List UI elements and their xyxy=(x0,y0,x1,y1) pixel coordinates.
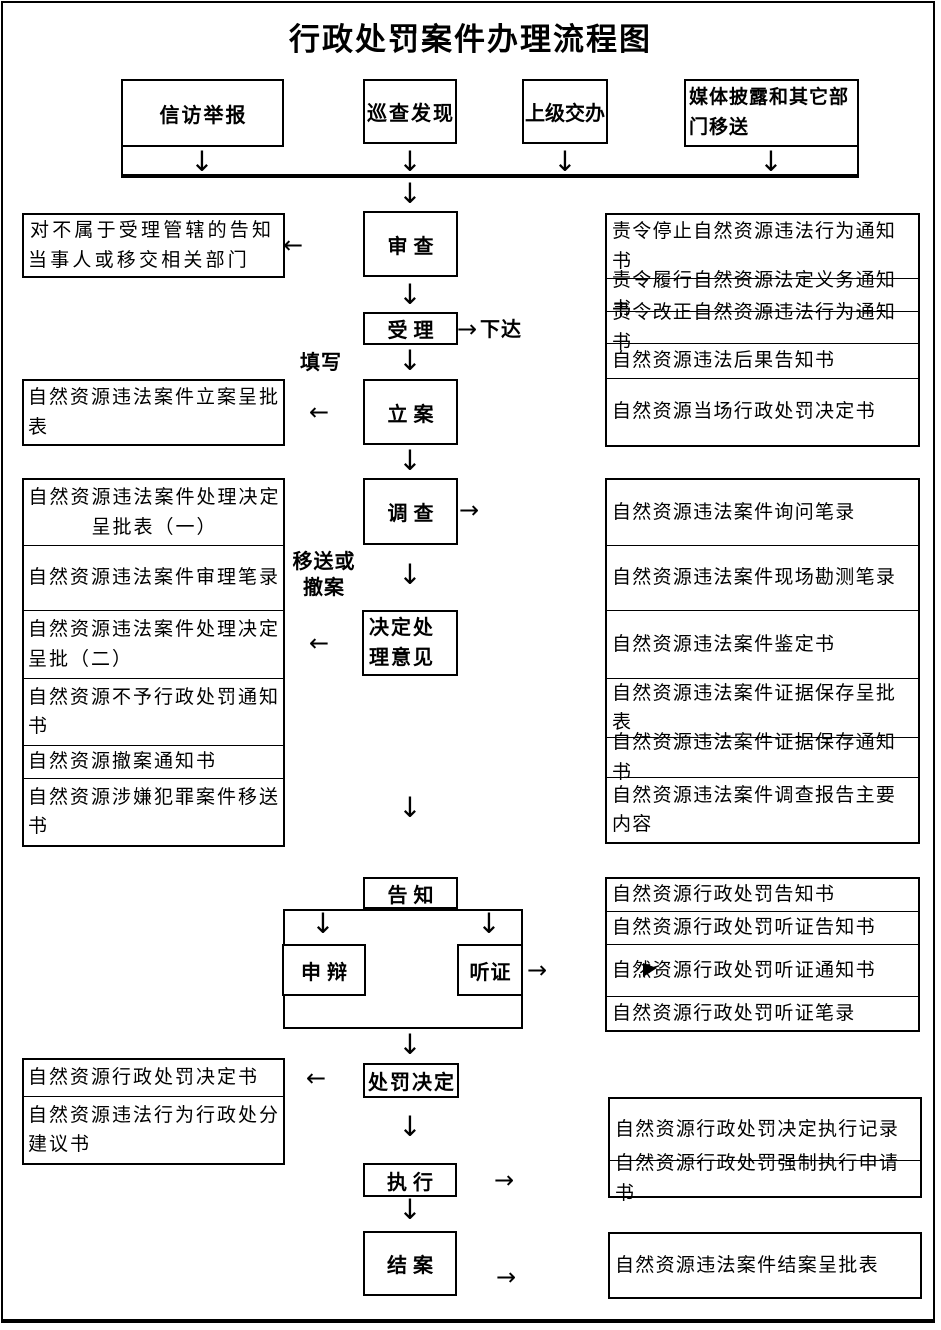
doc-table-closing: 自然资源违法案件结案呈批表 xyxy=(608,1232,922,1299)
doc-table-order-notices: 责令停止自然资源违法行为通知书 责令履行自然资源法定义务通知书 责令改正自然资源… xyxy=(605,213,920,447)
arrow-right-investigate xyxy=(459,498,479,522)
source-box-media: 媒体披露和其它部门移送 xyxy=(684,79,859,147)
doc-row: 自然资源行政处罚听证笔录 xyxy=(612,1002,856,1024)
arrow-down-to-penalty xyxy=(396,1031,424,1059)
doc-row: 自然资源违法案件调查报告主要内容 xyxy=(612,784,897,835)
doc-row: 自然资源撤案通知书 xyxy=(24,746,283,779)
doc-row: 自然资源违法案件证据保存呈批表 xyxy=(607,679,918,738)
arrow-down-to-defense xyxy=(309,910,337,938)
doc-table-execution: 自然资源行政处罚决定执行记录 自然资源行政处罚强制执行申请书 xyxy=(608,1097,922,1204)
source-box-patrol: 巡查发现 xyxy=(363,79,457,144)
doc-row: 自然资源违法后果告知书 xyxy=(607,344,918,379)
doc-row: 自然资源当场行政处罚决定书 xyxy=(612,401,876,423)
arrow-right-execute xyxy=(494,1168,514,1192)
arrow-down-to-accept xyxy=(396,281,424,309)
arrow-right-close xyxy=(496,1265,516,1289)
flow-step-close-case: 结案 xyxy=(363,1231,457,1296)
doc-row: 自然资源违法行为行政处分建议书 xyxy=(28,1104,281,1155)
arrow-left-review xyxy=(283,233,303,257)
arrow-left-penalty xyxy=(306,1066,326,1090)
doc-row: 自然资源不予行政处罚通知书 xyxy=(24,679,283,746)
arrow-right-hearing xyxy=(527,958,547,982)
doc-row: 自然资源违法案件证据保存通知书 xyxy=(607,732,918,783)
doc-row: 自然资源行政处罚决定书 xyxy=(24,1060,283,1097)
doc-row: 自然资源违法案件现场勘测笔录 xyxy=(607,546,918,611)
arrow-down-media xyxy=(757,148,785,176)
flow-step-decide-opinion: 决定处理意见 xyxy=(362,610,458,676)
flow-step-file-case: 立案 xyxy=(363,379,458,445)
doc-row: 自然资源违法案件鉴定书 xyxy=(607,611,918,679)
arrow-down-superior xyxy=(551,148,579,176)
arrow-down-patrol xyxy=(396,148,424,176)
arrow-down-petition xyxy=(188,148,216,176)
page-title: 行政处罚案件办理流程图 xyxy=(289,22,652,57)
source-box-petition: 信访举报 xyxy=(121,79,284,147)
flow-step-accept: 受理 xyxy=(363,312,458,345)
arrow-down-to-investigate xyxy=(396,447,424,475)
arrow-down-to-execute xyxy=(396,1113,424,1141)
arrow-down-to-review xyxy=(396,180,424,208)
label-transfer-withdraw: 移送或撤案 xyxy=(292,551,356,599)
arrow-down-to-file xyxy=(396,347,424,375)
flow-step-investigate: 调查 xyxy=(363,478,458,545)
doc-row: 自然资源违法案件结案呈批表 xyxy=(615,1254,879,1276)
arrow-down-to-close xyxy=(396,1196,424,1224)
doc-box-filing-form: 自然资源违法案件立案呈批表 xyxy=(22,379,285,446)
doc-row: 自然资源行政处罚决定执行记录 xyxy=(610,1099,920,1161)
arrow-right-accept xyxy=(457,317,477,341)
cursor-pointer xyxy=(643,963,657,977)
arrow-left-decide xyxy=(309,631,329,655)
doc-row: 自然资源涉嫌犯罪案件移送书 xyxy=(28,786,281,837)
flow-step-penalty-decision: 处罚决定 xyxy=(363,1063,459,1098)
doc-table-penalty: 自然资源行政处罚决定书 自然资源违法行为行政处分建议书 xyxy=(22,1058,285,1165)
doc-table-decision: 自然资源违法案件处理决定呈批表（一） 自然资源违法案件审理笔录 自然资源违法案件… xyxy=(22,478,285,847)
doc-box-jurisdiction: 对不属于受理管辖的告知当事人或移交相关部门 xyxy=(22,213,285,278)
arrow-down-to-notify xyxy=(396,794,424,822)
arrow-down-to-decide xyxy=(396,561,424,589)
doc-table-investigation: 自然资源违法案件询问笔录 自然资源违法案件现场勘测笔录 自然资源违法案件鉴定书 … xyxy=(605,478,920,844)
doc-row: 自然资源行政处罚告知书 xyxy=(607,879,918,912)
doc-row: 自然资源违法案件审理笔录 xyxy=(24,546,283,611)
flow-step-review: 审查 xyxy=(363,211,458,277)
flow-step-execute: 执行 xyxy=(363,1163,457,1197)
doc-row: 自然资源行政处罚强制执行申请书 xyxy=(615,1153,900,1204)
doc-row: 自然资源行政处罚听证告知书 xyxy=(607,912,918,945)
arrow-down-to-hearing xyxy=(475,910,503,938)
label-issue: 下达 xyxy=(480,319,522,341)
doc-row: 自然资源违法案件询问笔录 xyxy=(607,480,918,546)
doc-row: 自然资源违法案件处理决定呈批表（一） xyxy=(24,480,283,546)
doc-row: 自然资源违法案件处理决定呈批（二） xyxy=(24,611,283,679)
label-fill-in: 填写 xyxy=(300,352,342,374)
flow-step-hearing: 听证 xyxy=(457,944,523,996)
doc-row: 责令停止自然资源违法行为通知书 xyxy=(607,215,918,279)
merge-bracket xyxy=(121,147,859,178)
doc-row: 责令改正自然资源违法行为通知书 xyxy=(607,302,918,353)
flow-step-defense: 申辩 xyxy=(282,944,366,996)
source-box-superior: 上级交办 xyxy=(522,79,608,144)
flow-step-notify: 告知 xyxy=(363,877,458,909)
doc-row: 自然资源行政处罚听证通知书 xyxy=(607,945,918,997)
doc-table-hearing: 自然资源行政处罚告知书 自然资源行政处罚听证告知书 自然资源行政处罚听证通知书 … xyxy=(605,877,920,1032)
arrow-left-file xyxy=(309,400,329,424)
